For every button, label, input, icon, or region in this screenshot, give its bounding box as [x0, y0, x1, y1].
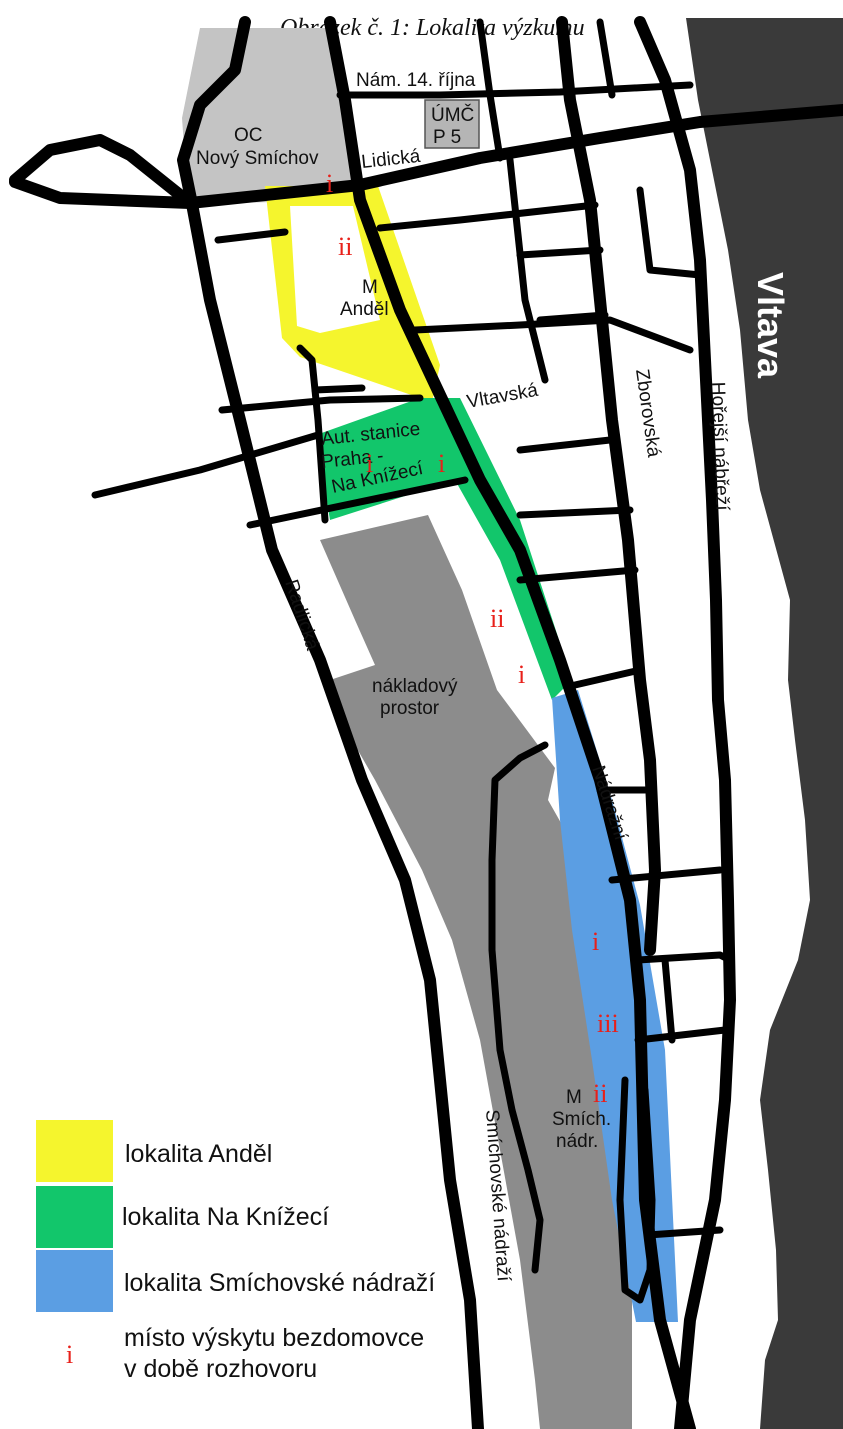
cargo-area: [320, 515, 632, 1429]
marker: i: [518, 660, 525, 689]
locality-knizeci-area: [316, 398, 572, 700]
label-horejsi-nabrezi: Hořejší nábřeží: [707, 381, 733, 511]
label-umc-line1: ÚMČ: [431, 104, 474, 126]
marker: ii: [490, 604, 504, 633]
minor-roads: [91, 18, 734, 1304]
marker: ii: [338, 232, 352, 261]
legend-marker-symbol: i: [66, 1340, 73, 1369]
marker: ii: [593, 1079, 607, 1108]
umc-p5-building: [424, 99, 480, 149]
major-roads: [9, 16, 843, 1429]
legend-swatch-knizeci: [36, 1186, 113, 1248]
locality-andel-area: [265, 186, 440, 402]
marker: iii: [597, 1009, 619, 1038]
legend-marker-line1: místo výskytu bezdomovce: [124, 1324, 424, 1352]
label-m-smich-line2: Smích.: [552, 1109, 611, 1130]
occurrence-markers: i ii i i ii i i iii ii: [326, 169, 619, 1108]
label-vltavska: Vltavská: [465, 380, 540, 413]
legend-label-andel: lokalita Anděl: [125, 1140, 272, 1168]
label-radlicka: Radlická: [280, 577, 323, 653]
label-vltava: Vltava: [750, 272, 791, 379]
label-umc-line2: P 5: [433, 127, 461, 148]
marker: i: [592, 927, 599, 956]
label-naklad-line2: prostor: [380, 698, 440, 719]
legend-label-smichov: lokalita Smíchovské nádraží: [124, 1269, 435, 1297]
marker: i: [438, 449, 445, 478]
marker: i: [366, 449, 373, 478]
legend-label-knizeci: lokalita Na Knížecí: [122, 1203, 329, 1231]
label-oc-line1: OC: [234, 125, 263, 146]
label-zborovska: Zborovská: [631, 368, 664, 459]
legend: lokalita Anděl lokalita Na Knížecí lokal…: [36, 1120, 435, 1383]
label-m-smich-line3: nádr.: [556, 1131, 598, 1152]
legend-marker-line2: v době rozhovoru: [124, 1355, 317, 1383]
label-m-andel-line2: Anděl: [340, 299, 389, 320]
marker: i: [326, 169, 333, 198]
label-naklad-line1: nákladový: [372, 676, 458, 697]
label-m-andel-line1: M: [362, 277, 378, 298]
label-oc-line2: Nový Smíchov: [196, 148, 319, 169]
label-nam-14-rijna: Nám. 14. října: [356, 70, 476, 91]
label-m-smich-line1: M: [566, 1087, 582, 1108]
vltava-river: [686, 18, 843, 1429]
legend-swatch-andel: [36, 1120, 113, 1182]
legend-swatch-smichov: [36, 1250, 113, 1312]
